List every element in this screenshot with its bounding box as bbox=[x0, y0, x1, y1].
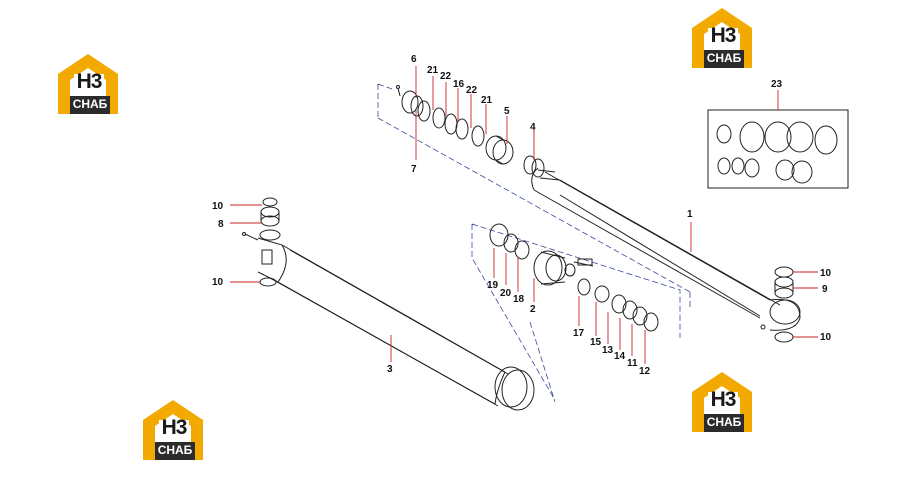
callout-16: 16 bbox=[453, 79, 465, 90]
callout-4: 4 bbox=[530, 122, 536, 133]
brand-logo-top-left: Н3 СНАБ bbox=[56, 52, 120, 118]
callout-1: 1 bbox=[687, 209, 693, 220]
callout-21b: 21 bbox=[481, 95, 493, 106]
cylinder-tube-upper bbox=[531, 167, 801, 331]
callout-19: 19 bbox=[487, 280, 499, 291]
callout-15: 15 bbox=[590, 337, 602, 348]
rod-seals-upper bbox=[396, 85, 545, 178]
callout-22a: 22 bbox=[440, 71, 452, 82]
brand-logo-bottom-right: Н3 СНАБ bbox=[690, 370, 754, 436]
callout-labels: 6 7 21 22 16 22 21 5 4 1 10 8 10 10 9 10… bbox=[212, 54, 832, 377]
logo-text: СНАБ bbox=[157, 443, 193, 457]
seal-kit-box bbox=[707, 109, 849, 189]
logo-monogram: Н3 bbox=[161, 416, 188, 439]
callout-5: 5 bbox=[504, 106, 510, 117]
callout-17: 17 bbox=[573, 328, 585, 339]
piston-parts bbox=[489, 223, 659, 332]
callout-9: 9 bbox=[822, 284, 828, 295]
logo-monogram: Н3 bbox=[76, 70, 103, 93]
callout-14: 14 bbox=[614, 351, 626, 362]
callout-12: 12 bbox=[639, 366, 651, 377]
cylinder-tube-lower bbox=[242, 197, 535, 411]
brand-logo-top-right: Н3 СНАБ bbox=[690, 6, 754, 72]
callout-18: 18 bbox=[513, 294, 525, 305]
logo-text: СНАБ bbox=[706, 415, 742, 429]
logo-text: СНАБ bbox=[72, 97, 108, 111]
callout-10d: 10 bbox=[820, 332, 832, 343]
callout-21a: 21 bbox=[427, 65, 439, 76]
leader-lines bbox=[230, 66, 818, 364]
bushings-right bbox=[774, 266, 794, 343]
callout-6: 6 bbox=[411, 54, 417, 65]
callout-2: 2 bbox=[530, 304, 536, 315]
callout-11: 11 bbox=[627, 358, 638, 369]
callout-23: 23 bbox=[771, 79, 783, 90]
callout-7: 7 bbox=[411, 164, 417, 175]
callout-8: 8 bbox=[218, 219, 224, 230]
callout-20: 20 bbox=[500, 288, 512, 299]
callout-3: 3 bbox=[387, 364, 393, 375]
brand-logo-bottom-left: Н3 СНАБ bbox=[141, 398, 205, 464]
dashed-frame-upper bbox=[377, 83, 691, 310]
callout-10a: 10 bbox=[212, 201, 224, 212]
callout-13: 13 bbox=[602, 345, 614, 356]
logo-monogram: Н3 bbox=[710, 388, 737, 411]
dashed-frame-piston bbox=[471, 223, 681, 403]
logo-monogram: Н3 bbox=[710, 24, 737, 47]
callout-10c: 10 bbox=[820, 268, 832, 279]
logo-text: СНАБ bbox=[706, 51, 742, 65]
callout-22b: 22 bbox=[466, 85, 478, 96]
callout-10b: 10 bbox=[212, 277, 224, 288]
